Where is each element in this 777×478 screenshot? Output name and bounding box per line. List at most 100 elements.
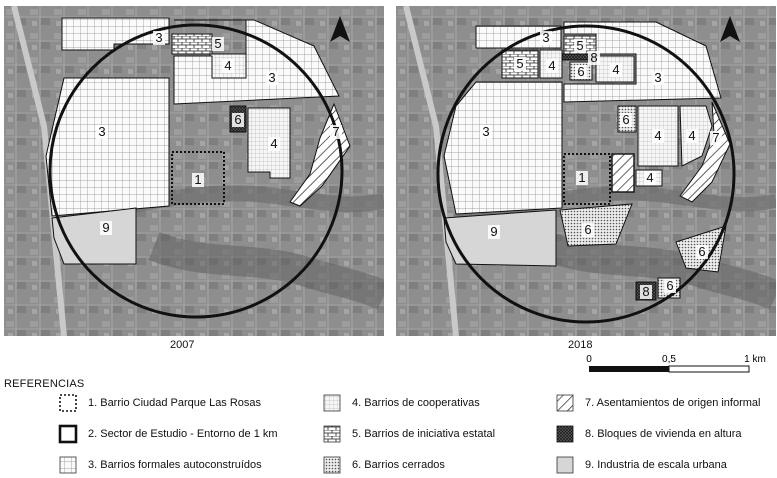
scale-segment-black bbox=[589, 366, 669, 372]
legend-item-9: 9. Industria de escala urbana bbox=[555, 455, 727, 475]
zone-label-z18-3-right: 3 bbox=[654, 70, 661, 85]
vegetation-area bbox=[540, 231, 776, 310]
zone-label-z18-4-d: 4 bbox=[688, 128, 695, 143]
year-label-2018: 2018 bbox=[568, 339, 593, 351]
zone-label-bg bbox=[232, 113, 244, 127]
zone-label-bg bbox=[153, 31, 165, 45]
legend-item-7: 7. Asentamientos de origen informal bbox=[555, 393, 761, 413]
zone-label-z18-3-top: 3 bbox=[542, 30, 549, 45]
zone-label-z07-9: 9 bbox=[102, 220, 109, 235]
zone-label-bg bbox=[576, 171, 588, 185]
zone-label-z07-1: 1 bbox=[194, 172, 201, 187]
zone-label-z07-4-top: 4 bbox=[224, 58, 231, 73]
zone-label-z18-6-b: 6 bbox=[622, 112, 629, 127]
zone-label-z18-4-e: 4 bbox=[646, 170, 653, 185]
zone-label-bg bbox=[96, 125, 108, 139]
zone-3-right bbox=[173, 19, 340, 105]
study-area-circle bbox=[436, 24, 736, 324]
scale-bar: 0 0,5 1 km bbox=[586, 354, 766, 373]
zone-label-bg bbox=[574, 39, 586, 53]
legend-item-1: 1. Barrio Ciudad Parque Las Rosas bbox=[58, 393, 261, 413]
scale-segment-white bbox=[668, 365, 750, 373]
dotted-outline-icon bbox=[59, 394, 77, 412]
zone-label-z18-4-b: 4 bbox=[612, 62, 619, 77]
brick-icon bbox=[323, 425, 341, 443]
zone-4-b bbox=[595, 55, 635, 83]
zone-label-z07-6: 6 bbox=[234, 112, 241, 127]
legend-item-6: 6. Barrios cerrados bbox=[322, 455, 445, 475]
legend-item-4: 4. Barrios de cooperativas bbox=[322, 393, 480, 413]
zone-label-bg bbox=[710, 131, 722, 145]
legend-label-3: 3. Barrios formales autoconstruídos bbox=[88, 459, 262, 471]
zone-7-b bbox=[611, 153, 635, 193]
zone-5 bbox=[171, 33, 213, 55]
legend-item-5: 5. Barrios de iniciativa estatal bbox=[322, 424, 495, 444]
zone-label-bg bbox=[640, 285, 652, 299]
scale-label-1km: 1 km bbox=[744, 354, 766, 365]
diagonal-hatch-icon bbox=[556, 394, 574, 412]
legend-title: REFERENCIAS bbox=[4, 378, 85, 390]
legend-label-2: 2. Sector de Estudio - Entorno de 1 km bbox=[88, 428, 278, 440]
legend-label-8: 8. Bloques de vivienda en altura bbox=[585, 428, 742, 440]
zone-label-z18-6-c: 6 bbox=[584, 222, 591, 237]
zone-label-z18-5-b: 5 bbox=[576, 38, 583, 53]
zone-label-bg bbox=[575, 65, 587, 79]
zone-label-bg bbox=[192, 173, 204, 187]
zone-label-z18-6-a: 6 bbox=[577, 64, 584, 79]
zone-label-z18-8-b: 8 bbox=[642, 284, 649, 299]
zone-label-bg bbox=[540, 31, 552, 45]
north-arrow-icon bbox=[720, 16, 740, 42]
legend-label-9: 9. Industria de escala urbana bbox=[585, 459, 727, 471]
zone-label-z18-6-d: 6 bbox=[698, 244, 705, 259]
zone-label-bg bbox=[652, 129, 664, 143]
zone-label-bg bbox=[480, 125, 492, 139]
zone-label-z18-6-e: 6 bbox=[666, 278, 673, 293]
zone-label-bg bbox=[664, 279, 676, 293]
large-grid-icon bbox=[59, 456, 77, 474]
zone-label-bg bbox=[514, 57, 526, 71]
zone-label-bg bbox=[268, 137, 280, 151]
small-grid-icon bbox=[323, 394, 341, 412]
legend-item-8: 8. Bloques de vivienda en altura bbox=[555, 424, 742, 444]
zone-3-left bbox=[45, 77, 170, 217]
zone-3-right bbox=[563, 21, 722, 103]
legend-label-6: 6. Barrios cerrados bbox=[352, 459, 445, 471]
zone-3-top bbox=[475, 25, 562, 49]
legend-label-4: 4. Barrios de cooperativas bbox=[352, 397, 480, 409]
zone-label-z18-9: 9 bbox=[490, 224, 497, 239]
legend-item-2: 2. Sector de Estudio - Entorno de 1 km bbox=[58, 424, 278, 444]
zone-label-z18-4-a: 4 bbox=[548, 58, 555, 73]
scale-label-half: 0,5 bbox=[662, 354, 676, 365]
scale-label-0: 0 bbox=[586, 354, 592, 365]
zone-label-z18-1: 1 bbox=[578, 170, 585, 185]
highway bbox=[11, 6, 67, 336]
zone-label-z07-3-top: 3 bbox=[155, 30, 162, 45]
zone-label-bg bbox=[652, 71, 664, 85]
zone-label-z18-3-left: 3 bbox=[482, 124, 489, 139]
legend-label-1: 1. Barrio Ciudad Parque Las Rosas bbox=[88, 397, 262, 409]
zone-label-bg bbox=[686, 129, 698, 143]
zone-label-bg bbox=[212, 37, 224, 51]
legend-item-3: 3. Barrios formales autoconstruídos bbox=[58, 455, 262, 475]
dark-crosshatch-icon bbox=[556, 425, 574, 443]
zone-label-z18-4-c: 4 bbox=[654, 128, 661, 143]
zone-6-c bbox=[559, 203, 633, 247]
legend-label-5: 5. Barrios de iniciativa estatal bbox=[352, 428, 496, 440]
dot-pattern-icon bbox=[323, 456, 341, 474]
highway bbox=[403, 6, 459, 336]
zone-label-bg bbox=[222, 59, 234, 73]
zone-label-z18-7: 7 bbox=[712, 130, 719, 145]
zone-label-bg bbox=[582, 223, 594, 237]
zone-3-left bbox=[443, 81, 563, 215]
zone-label-bg bbox=[696, 245, 708, 259]
north-arrow-icon bbox=[330, 16, 350, 42]
zone-label-bg bbox=[100, 221, 112, 235]
thick-outline-icon bbox=[58, 424, 78, 444]
zone-label-z07-5: 5 bbox=[214, 36, 221, 51]
zone-label-bg bbox=[266, 71, 278, 85]
legend-label-7: 7. Asentamientos de origen informal bbox=[585, 397, 761, 409]
year-label-2007: 2007 bbox=[170, 339, 195, 351]
